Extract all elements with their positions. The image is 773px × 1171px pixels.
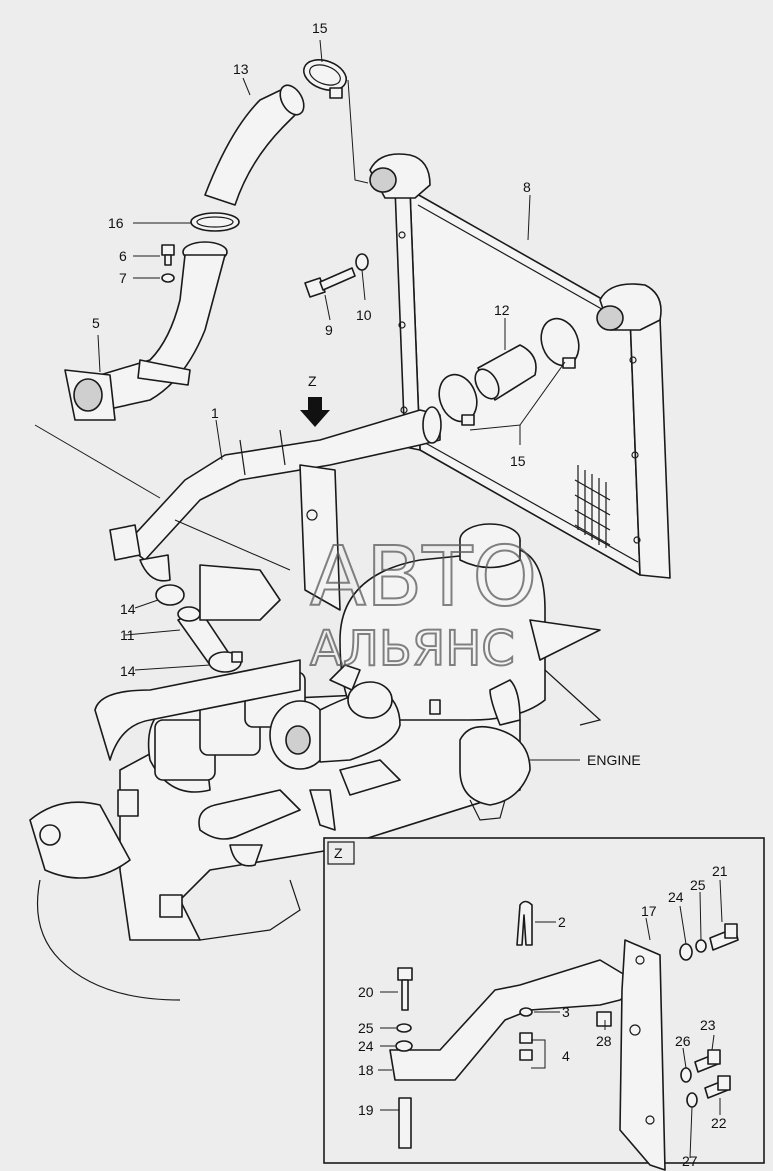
callout-14-lower: 14 <box>120 663 136 679</box>
callout-2: 2 <box>558 914 566 930</box>
detail-z-panel: Z <box>323 837 765 1171</box>
pipe-1 <box>109 406 442 611</box>
engine-label: ENGINE <box>587 752 641 768</box>
callout-4: 4 <box>562 1048 570 1064</box>
callout-12: 12 <box>494 302 510 318</box>
washer-10 <box>355 253 369 271</box>
washer-26 <box>680 1067 692 1083</box>
leader-lines <box>34 39 580 761</box>
watermark-line-1: АВТО <box>310 530 537 625</box>
callout-23: 23 <box>700 1017 716 1033</box>
callout-16: 16 <box>108 215 124 231</box>
clamp-15-lower-a <box>540 317 580 369</box>
clamp-14-upper <box>155 584 185 606</box>
callout-20: 20 <box>358 984 374 1000</box>
callout-26: 26 <box>675 1033 691 1049</box>
callout-14-upper: 14 <box>120 601 136 617</box>
bolt-21 <box>709 923 739 951</box>
clamp-15-lower-b <box>438 373 478 426</box>
view-z-arrow <box>300 397 330 427</box>
washer-24-left <box>395 1040 413 1052</box>
callout-z: Z <box>308 373 317 389</box>
bolt-22 <box>704 1075 731 1099</box>
callout-1: 1 <box>211 405 219 421</box>
washer-7 <box>161 273 175 283</box>
bolt-23 <box>694 1049 721 1073</box>
bolt-6 <box>161 244 175 266</box>
callout-11: 11 <box>120 627 135 643</box>
callout-10: 10 <box>356 307 372 323</box>
callout-19: 19 <box>358 1102 374 1118</box>
callout-15-top: 15 <box>312 20 328 36</box>
callout-17: 17 <box>641 903 657 919</box>
callout-28: 28 <box>596 1033 612 1049</box>
callout-27: 27 <box>682 1153 698 1169</box>
callout-7: 7 <box>119 270 127 286</box>
washer-3 <box>519 1007 533 1017</box>
callout-22: 22 <box>711 1115 727 1131</box>
clamp-14-lower <box>208 651 243 673</box>
nut-28 <box>596 1011 612 1027</box>
engine <box>29 659 531 1001</box>
air-cleaner <box>339 523 602 726</box>
hose-12 <box>474 344 537 401</box>
nut-4b <box>519 1049 533 1061</box>
callout-6: 6 <box>119 248 127 264</box>
main-callouts: 15 13 8 16 6 7 9 10 12 5 15 1 14 11 14 Z… <box>92 20 641 768</box>
callout-25-left: 25 <box>358 1020 374 1036</box>
intercooler-core-mesh <box>574 465 611 548</box>
callout-24-right: 24 <box>668 889 684 905</box>
callout-5: 5 <box>92 315 100 331</box>
callout-3: 3 <box>562 1004 570 1020</box>
turbocharger <box>269 664 401 796</box>
bolt-20 <box>397 967 413 1011</box>
clamp-15-upper <box>302 59 348 99</box>
pipe-5 <box>64 241 228 421</box>
hose-13 <box>204 84 305 206</box>
callout-24-left: 24 <box>358 1038 374 1054</box>
callout-13: 13 <box>233 61 249 77</box>
clamp-16 <box>190 212 240 232</box>
starter-motor <box>459 725 531 806</box>
washer-24-right <box>679 943 693 961</box>
collar-19 <box>398 1097 412 1149</box>
bolt-9 <box>304 267 356 298</box>
callout-21: 21 <box>712 863 728 879</box>
callout-18: 18 <box>358 1062 374 1078</box>
pipe-bracket <box>299 464 341 611</box>
nut-4a <box>519 1032 533 1044</box>
callout-25-right: 25 <box>690 877 706 893</box>
detail-z-title: Z <box>334 845 343 861</box>
washer-25-left <box>396 1023 412 1033</box>
callout-8: 8 <box>523 179 531 195</box>
intercooler <box>369 153 671 579</box>
stay-17 <box>619 939 666 1171</box>
watermark-line-2: АЛЬЯНС <box>310 621 515 677</box>
detail-leader-lines <box>378 879 723 1159</box>
engine-intake-pipe <box>199 564 281 621</box>
u-bolt-2 <box>516 900 533 946</box>
callout-15-lower: 15 <box>510 453 526 469</box>
washer-25-right <box>695 939 707 953</box>
callout-9: 9 <box>325 322 333 338</box>
watermark: АВТО АЛЬЯНС <box>309 529 538 678</box>
washer-27 <box>686 1092 698 1108</box>
engine-flywheel-housing <box>29 801 131 879</box>
